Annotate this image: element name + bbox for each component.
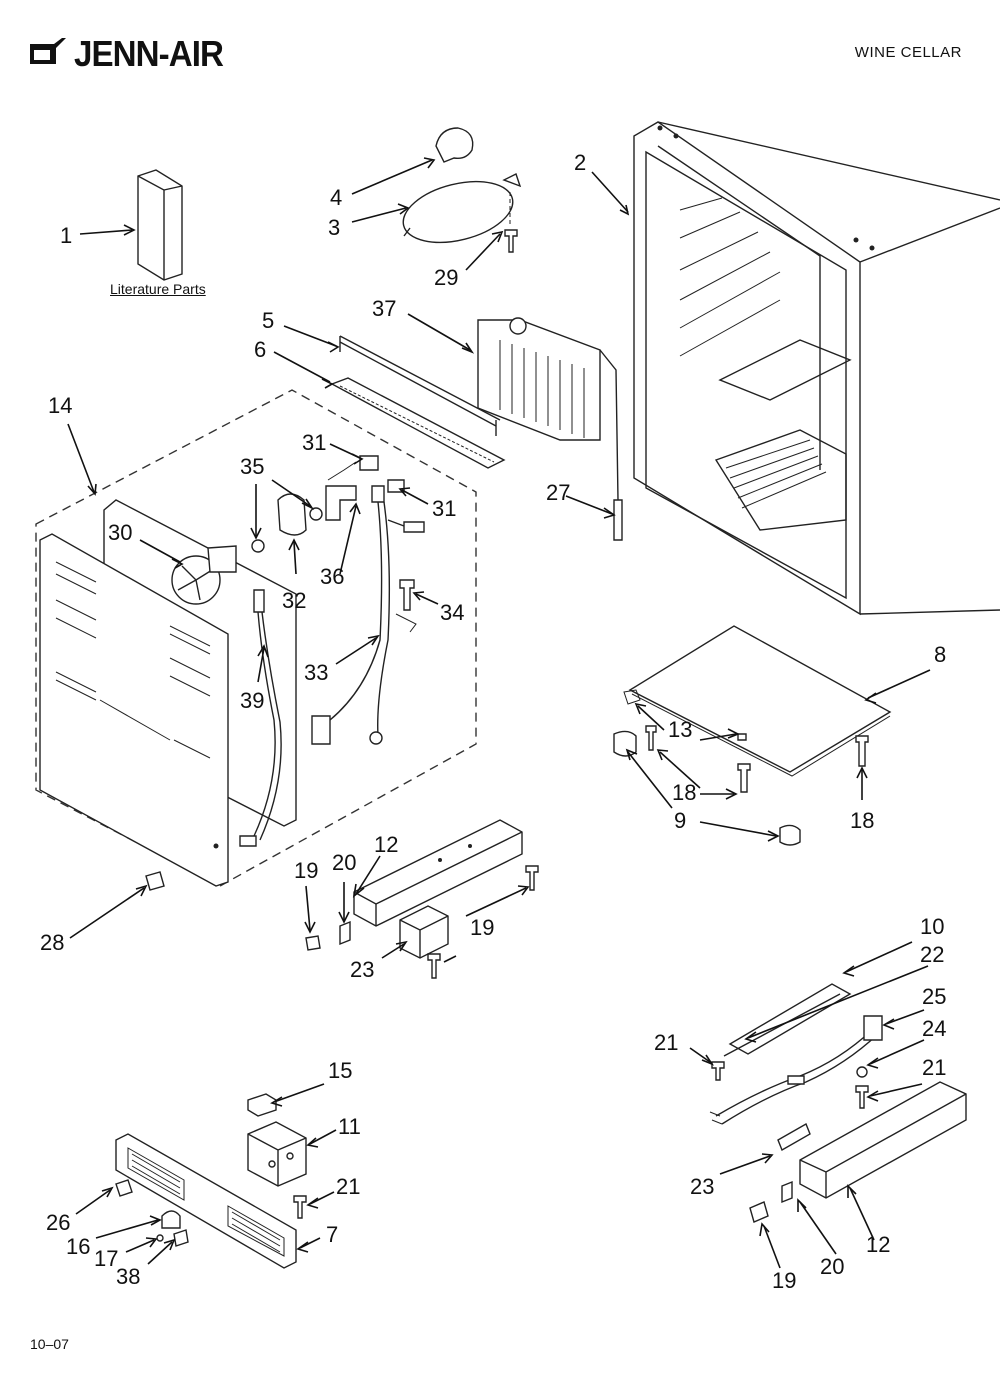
cabinet-liner-part — [633, 121, 1000, 616]
base-rail-part-12-lower — [777, 1081, 967, 1199]
callout-7: 7 — [326, 1222, 338, 1247]
drip-tray-part-6 — [330, 377, 506, 469]
grille-trim-part-10 — [723, 983, 852, 1057]
control-bracket-parts — [251, 455, 405, 553]
bracket-part-11 — [247, 1121, 307, 1187]
clip-part-20-lower — [781, 1180, 793, 1204]
callout-32: 32 — [282, 588, 306, 613]
callout-11: 11 — [338, 1114, 361, 1139]
cover-part-23-upper — [399, 905, 449, 959]
literature-book-part — [137, 169, 183, 281]
callout-10: 10 — [920, 914, 944, 939]
evaporator-coil-part — [477, 317, 619, 501]
callout-30: 30 — [108, 520, 132, 545]
callout-9: 9 — [674, 808, 686, 833]
callout-31a: 31 — [302, 430, 326, 455]
base-rail-part-12-upper — [353, 819, 523, 927]
callout-23a: 23 — [350, 957, 374, 982]
wire-harness-part-39 — [239, 589, 282, 847]
callout-3: 3 — [328, 215, 340, 240]
switch-part-15 — [247, 1093, 277, 1117]
screw-part-29 — [504, 192, 518, 253]
literature-parts-label: Literature Parts — [110, 281, 206, 297]
small-fasteners-group — [613, 689, 869, 846]
screw-part-28 — [145, 871, 165, 891]
callout-19c: 19 — [772, 1268, 796, 1293]
screws-part-21-lower — [711, 1061, 869, 1109]
callout-24: 24 — [922, 1016, 946, 1041]
callout-29: 29 — [434, 265, 458, 290]
bottom-panel-part-8 — [628, 625, 892, 777]
callout-1: 1 — [60, 223, 72, 248]
light-bulb-part — [435, 127, 474, 163]
callout-36: 36 — [320, 564, 344, 589]
screw-part-19-lower — [749, 1201, 769, 1223]
callout-6: 6 — [254, 337, 266, 362]
brand-name: JENN-AIR — [74, 33, 224, 74]
callout-38: 38 — [116, 1264, 140, 1289]
callout-26: 26 — [46, 1210, 70, 1235]
callout-19a: 19 — [294, 858, 318, 883]
callout-2: 2 — [574, 150, 586, 175]
callout-27: 27 — [546, 480, 570, 505]
callout-20b: 20 — [820, 1254, 844, 1279]
wire-harness-part-25 — [709, 1015, 883, 1125]
callout-34: 34 — [440, 600, 464, 625]
small-parts-16-17-38 — [115, 1179, 307, 1247]
callout-25: 25 — [922, 984, 946, 1009]
rear-panel-assembly-part — [35, 389, 477, 887]
callout-17: 17 — [94, 1246, 118, 1271]
callout-22: 22 — [920, 942, 944, 967]
screws-part-19-upper — [305, 865, 539, 979]
callout-21b: 21 — [922, 1055, 946, 1080]
callout-28: 28 — [40, 930, 64, 955]
callout-5: 5 — [262, 308, 274, 333]
light-shield-part — [402, 173, 522, 244]
clip-part-20-upper — [339, 920, 351, 946]
callout-39: 39 — [240, 688, 264, 713]
brand-logo: JENN-AIR — [28, 30, 236, 78]
callout-33: 33 — [304, 660, 328, 685]
callout-18b: 18 — [850, 808, 874, 833]
fan-blade-part — [171, 545, 237, 605]
callout-13: 13 — [668, 717, 692, 742]
callout-12a: 12 — [374, 832, 398, 857]
callout-20a: 20 — [332, 850, 356, 875]
thermistor-part — [613, 499, 623, 541]
trim-rail-part-5 — [339, 335, 501, 436]
callout-16: 16 — [66, 1234, 90, 1259]
kickplate-grille-part-7 — [115, 1133, 297, 1269]
callout-35: 35 — [240, 454, 264, 479]
callout-15: 15 — [328, 1058, 352, 1083]
callout-18a: 18 — [672, 780, 696, 805]
callout-12b: 12 — [866, 1232, 890, 1257]
callout-23b: 23 — [690, 1174, 714, 1199]
callout-19b: 19 — [470, 915, 494, 940]
callout-8: 8 — [934, 642, 946, 667]
leader-arrows — [67, 157, 931, 1269]
callout-4: 4 — [330, 185, 342, 210]
brand-logo-icon — [30, 38, 66, 64]
callout-21c: 21 — [336, 1174, 360, 1199]
callout-21a: 21 — [654, 1030, 678, 1055]
callout-31b: 31 — [432, 496, 456, 521]
callout-14: 14 — [48, 393, 72, 418]
callout-37: 37 — [372, 296, 396, 321]
screw-part-34 — [395, 579, 417, 633]
callout-labels: 1 2 3 4 29 37 5 6 14 31 35 30 36 32 31 3… — [40, 150, 946, 1293]
page-title: WINE CELLAR — [854, 44, 962, 61]
wiring-harness-part-33 — [311, 501, 425, 745]
footer-code: 10–07 — [30, 1336, 69, 1352]
